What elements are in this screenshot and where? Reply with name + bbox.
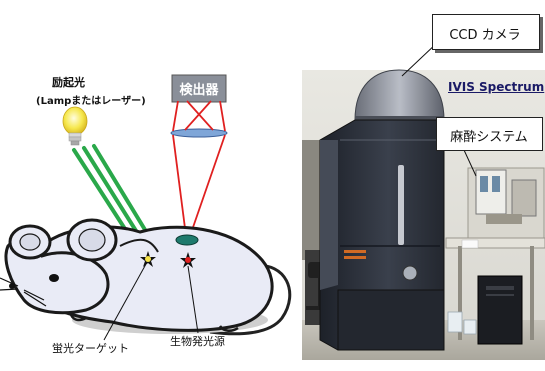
instrument-photo — [302, 69, 545, 360]
surface-spot — [175, 234, 199, 246]
fluorescent-target-marker — [140, 251, 156, 267]
lens — [170, 128, 228, 138]
fluorescent-target-leader — [103, 263, 147, 341]
anesthesia-label: 麻酔システム — [450, 130, 528, 145]
detector-box — [171, 74, 227, 103]
bioluminescent-source-label: 生物発光源 — [170, 335, 225, 348]
anesthesia-leader — [463, 149, 477, 177]
emission-beams — [172, 100, 226, 237]
anesthesia-callout: 麻酔システム — [436, 117, 543, 151]
product-label: IVIS Spectrum — [448, 80, 545, 94]
ccd-camera-label: CCD カメラ — [449, 28, 521, 43]
mouse-illustration — [0, 218, 292, 336]
bioluminescent-source-marker — [180, 252, 196, 268]
light-bulb-icon — [62, 106, 88, 146]
fluorescent-target-label: 蛍光ターゲット — [52, 342, 129, 355]
detector-label: 検出器 — [179, 83, 219, 98]
excitation-sub-label: (Lampまたはレーザー) — [36, 96, 146, 107]
excitation-label: 励起光 — [52, 76, 85, 89]
bioluminescent-source-leader — [187, 265, 199, 334]
ccd-camera-callout: CCD カメラ — [432, 14, 540, 50]
